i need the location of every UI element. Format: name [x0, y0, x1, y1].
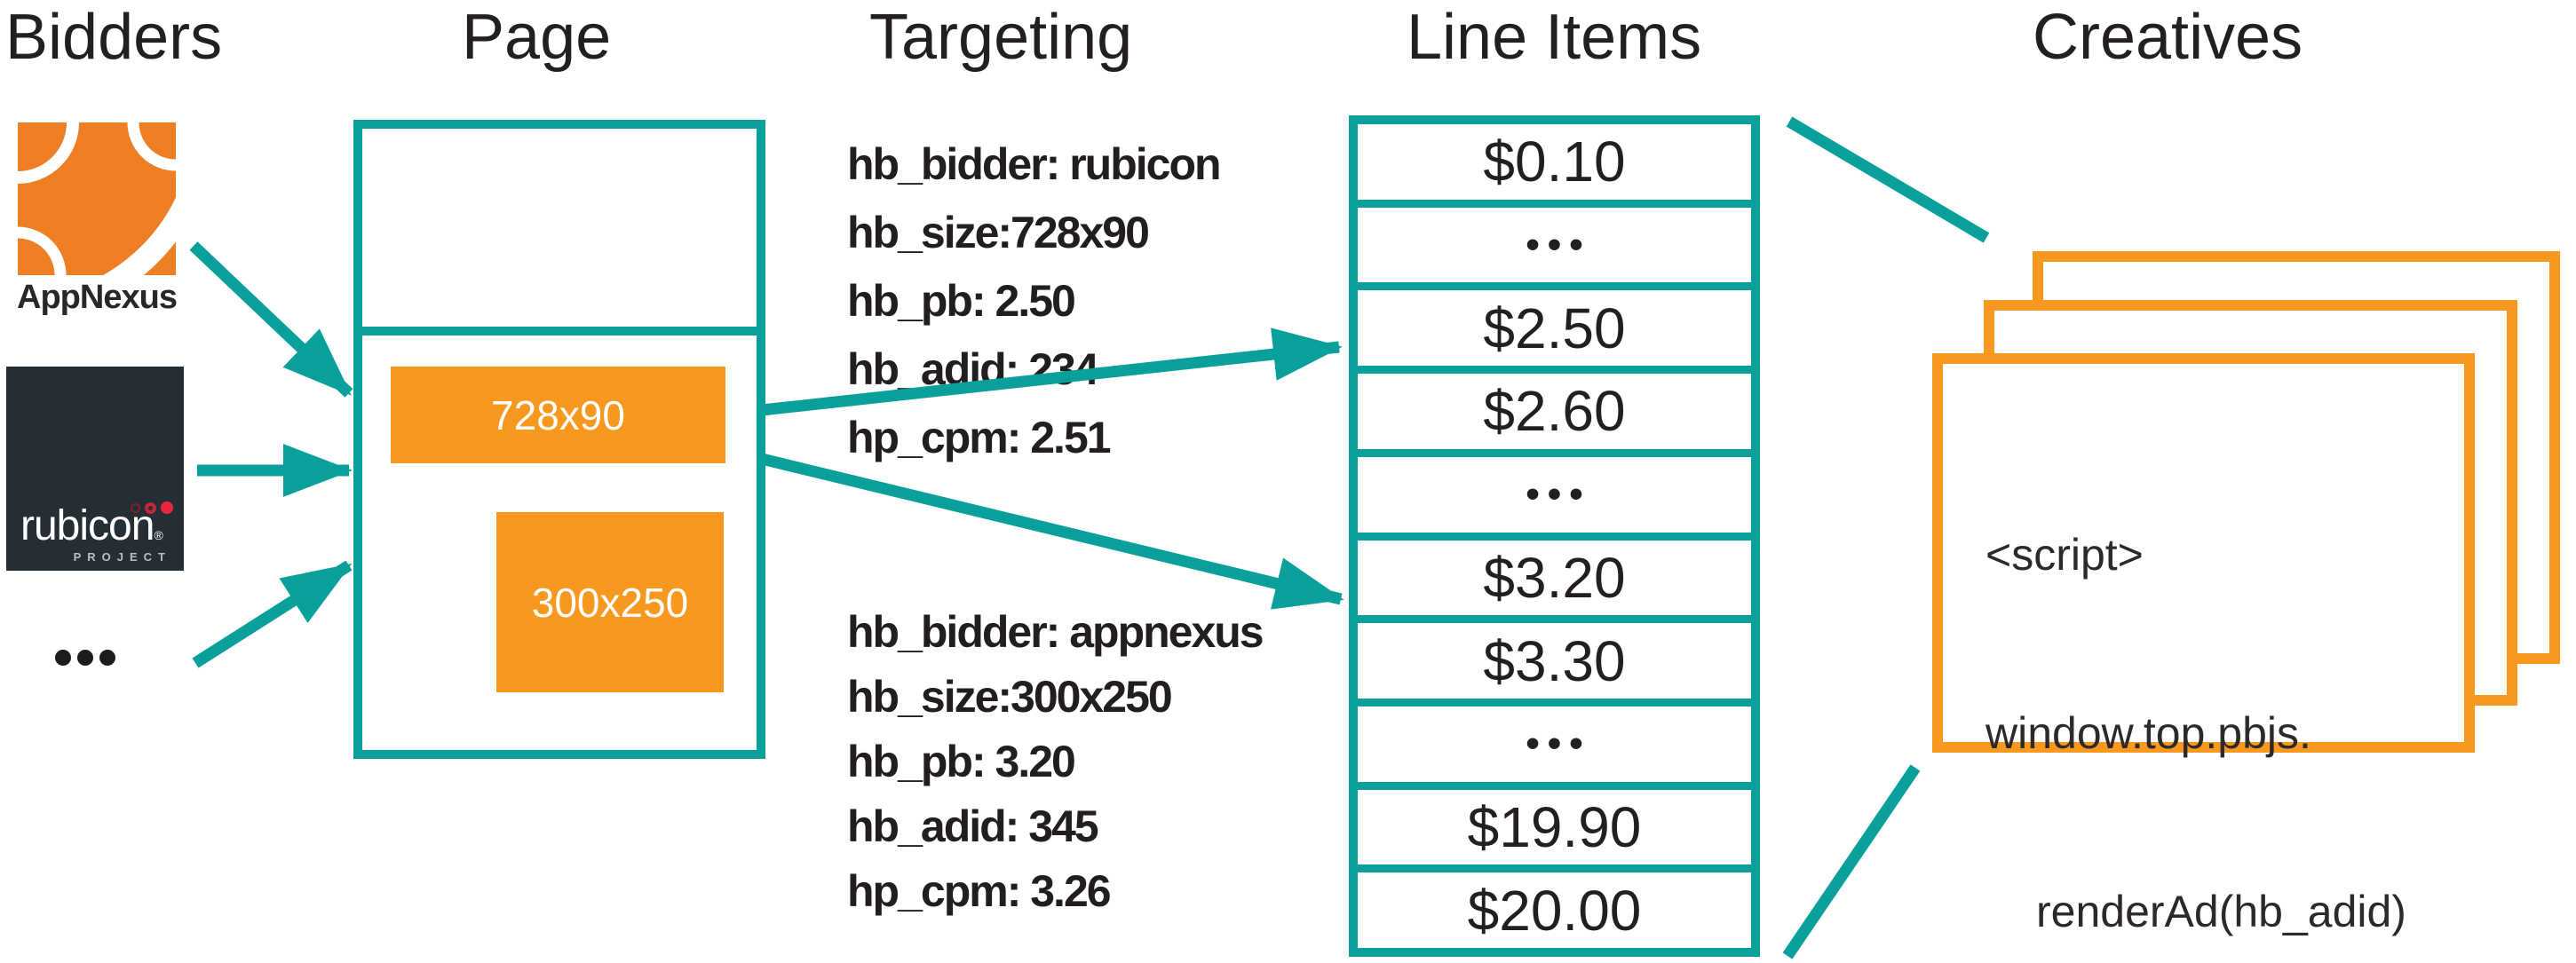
- ad-slot-300x250: 300x250: [496, 512, 724, 692]
- targeting-line: hp_cpm: 2.51: [847, 413, 1112, 462]
- page-wireframe: 728x90 300x250: [353, 120, 765, 759]
- code-line: <script>: [1986, 530, 2144, 580]
- appnexus-label: AppNexus: [17, 279, 178, 316]
- column-header-page: Page: [462, 2, 612, 73]
- rubicon-logo: rubicon® PROJECT: [6, 367, 184, 571]
- targeting-block-rubicon: hb_bidder: rubicon hb_size:728x90 hb_pb:…: [847, 130, 1222, 472]
- targeting-line: hb_bidder: appnexus: [847, 607, 1264, 657]
- line-item-row: •••: [1358, 706, 1751, 782]
- page-section-divider: [361, 327, 757, 335]
- rubicon-project-label: PROJECT: [73, 550, 171, 564]
- column-header-line-items: Line Items: [1407, 2, 1702, 73]
- row-divider: [1358, 615, 1751, 624]
- row-divider: [1358, 448, 1751, 457]
- line-items-table: $0.10 ••• $2.50 $2.60 ••• $3.20 $3.30 ••…: [1349, 115, 1760, 957]
- row-divider: [1358, 366, 1751, 375]
- row-divider: [1358, 864, 1751, 873]
- column-header-targeting: Targeting: [869, 2, 1133, 73]
- ad-slot-728x90-label: 728x90: [491, 391, 625, 438]
- line-items-to-creatives-bottom-line: [1782, 764, 1921, 959]
- line-item-row: $0.10: [1358, 124, 1751, 200]
- code-line: window.top.pbjs.: [1986, 708, 2311, 758]
- targeting-line: hb_size:300x250: [847, 672, 1173, 722]
- rubicon-wordmark: rubicon®: [20, 502, 163, 549]
- line-item-row: •••: [1358, 207, 1751, 283]
- arrow-appnexus-to-page: [189, 241, 353, 398]
- row-divider: [1358, 282, 1751, 291]
- line-items-to-creatives-top-line: [1786, 116, 1990, 243]
- line-item-row: $2.60: [1358, 374, 1751, 449]
- ad-slot-728x90: 728x90: [391, 367, 725, 463]
- targeting-line: hb_adid: 345: [847, 801, 1099, 851]
- line-item-row: $3.30: [1358, 623, 1751, 699]
- row-divider: [1358, 781, 1751, 790]
- creative-code-snippet: <script> window.top.pbjs. renderAd(hb_ad…: [1986, 407, 2406, 963]
- more-bidders-ellipsis: [55, 650, 115, 666]
- targeting-block-appnexus: hb_bidder: appnexus hb_size:300x250 hb_p…: [847, 600, 1264, 924]
- arrow-300-to-line-item: [760, 453, 1344, 610]
- arrow-others-to-page: [192, 560, 353, 668]
- rubicon-dots-icon: [131, 501, 173, 514]
- row-divider: [1358, 698, 1751, 706]
- targeting-line: hb_pb: 3.20: [847, 737, 1076, 786]
- targeting-line: hp_cpm: 3.26: [847, 866, 1112, 916]
- row-divider: [1358, 532, 1751, 541]
- targeting-line: hb_adid: 234: [847, 344, 1099, 394]
- ad-slot-300x250-label: 300x250: [531, 579, 689, 626]
- line-item-row: •••: [1358, 456, 1751, 533]
- appnexus-logo-icon: [18, 122, 176, 275]
- line-item-row: $20.00: [1358, 872, 1751, 949]
- line-item-row: $2.50: [1358, 290, 1751, 367]
- creative-card-front: [1932, 353, 2475, 753]
- targeting-line: hb_size:728x90: [847, 208, 1150, 257]
- column-header-bidders: Bidders: [5, 2, 223, 73]
- line-item-row: $3.20: [1358, 540, 1751, 616]
- row-divider: [1358, 199, 1751, 208]
- column-header-creatives: Creatives: [2033, 2, 2303, 73]
- line-item-row: $19.90: [1358, 789, 1751, 865]
- targeting-line: hb_bidder: rubicon: [847, 139, 1222, 189]
- code-line: renderAd(hb_adid): [2036, 887, 2406, 936]
- targeting-line: hb_pb: 2.50: [847, 276, 1076, 326]
